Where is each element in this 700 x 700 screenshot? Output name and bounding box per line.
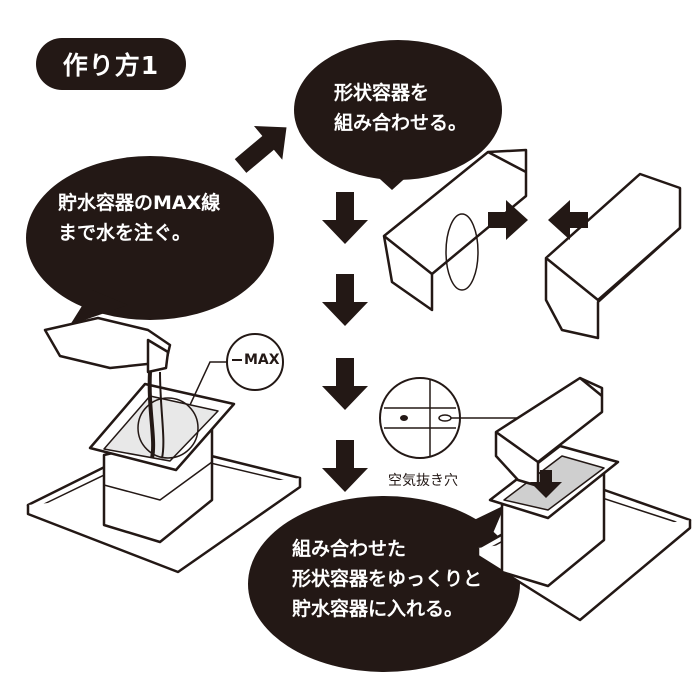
- arrow-down-2: [322, 274, 368, 326]
- combine-line-1: 形状容器を: [334, 82, 430, 104]
- pour-instruction: 貯水容器のMAX線 まで水を注ぐ。: [58, 188, 220, 248]
- bubble-insert: [248, 496, 520, 672]
- air-hole-closeup: [379, 377, 520, 459]
- insert-line-2: 形状容器をゆっくりと: [292, 568, 483, 590]
- insert-line-3: 貯水容器に入れる。: [292, 598, 464, 620]
- water-jug: [43, 316, 172, 459]
- arrow-down-3: [322, 358, 368, 410]
- air-hole-label: 空気抜き穴: [388, 473, 458, 489]
- arrow-down-1: [322, 192, 368, 244]
- max-label: MAX: [232, 352, 280, 368]
- arrow-diagonal: [234, 126, 287, 173]
- pour-line-2: まで水を注ぐ。: [58, 222, 192, 244]
- bubble-combine: [294, 40, 502, 190]
- max-indicator: [137, 333, 284, 459]
- combine-instruction: 形状容器を 組み合わせる。: [334, 78, 467, 138]
- insert-line-1: 組み合わせた: [292, 538, 407, 560]
- arrow-down-4: [322, 440, 368, 492]
- step-heading: 作り方1: [36, 38, 186, 90]
- reservoir-left: [88, 382, 236, 544]
- shaped-piece-right: [544, 172, 682, 340]
- combine-line-2: 組み合わせる。: [334, 112, 468, 134]
- shaped-piece-assembled: [494, 376, 604, 488]
- arrow-down-small: [530, 470, 562, 498]
- bubble-pour: [26, 156, 274, 325]
- shaped-piece-left: [382, 148, 528, 312]
- pour-line-1: 貯水容器のMAX線: [58, 192, 221, 214]
- max-label-text: MAX: [244, 352, 280, 368]
- insert-instruction: 組み合わせた 形状容器をゆっくりと 貯水容器に入れる。: [292, 534, 482, 624]
- arrow-push-left: [548, 200, 588, 240]
- arrow-push-right: [488, 200, 528, 240]
